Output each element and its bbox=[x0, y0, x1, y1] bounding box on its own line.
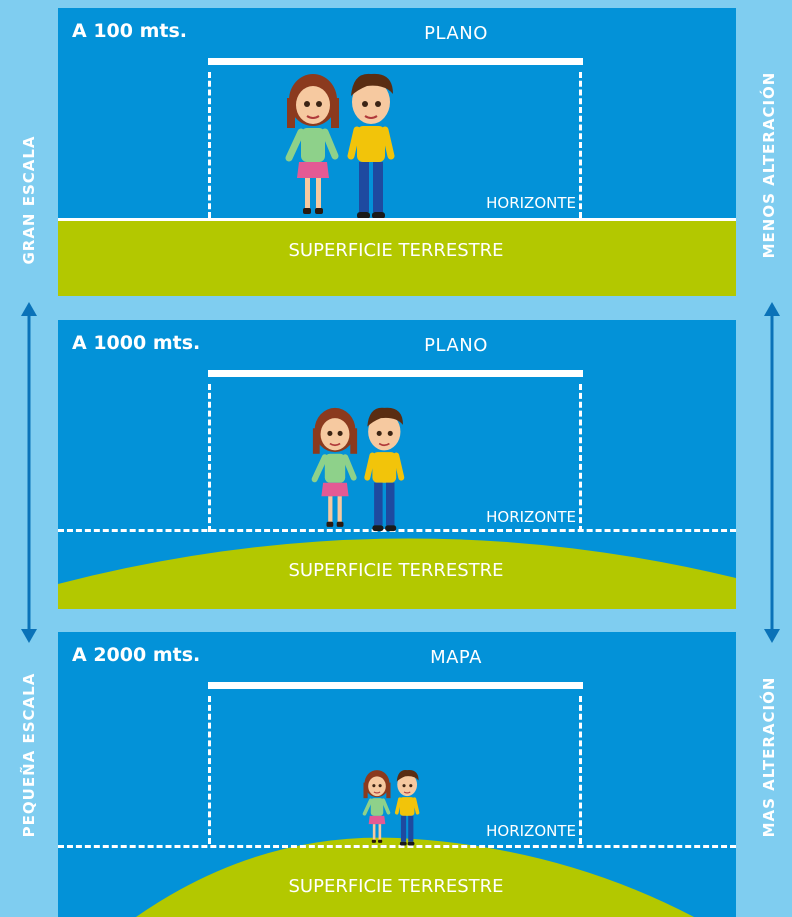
earth-surface bbox=[58, 218, 736, 296]
less-alteration-label: MENOS ALTERACIÓN bbox=[760, 71, 778, 259]
projection-line-left bbox=[208, 384, 211, 532]
alteration-double-arrow bbox=[764, 302, 780, 643]
view-type-label: PLANO bbox=[424, 23, 488, 44]
panel-1000m: A 1000 mts. PLANO HORIZONTE SUPERFICIE T… bbox=[58, 320, 736, 609]
small-scale-label: PEQUEÑA ESCALA bbox=[20, 672, 38, 838]
projection-line-right bbox=[579, 384, 582, 532]
altitude-label: A 1000 mts. bbox=[72, 332, 201, 354]
earth-curve bbox=[136, 837, 694, 917]
horizon-label: HORIZONTE bbox=[486, 508, 576, 526]
surface-label: SUPERFICIE TERRESTRE bbox=[288, 876, 504, 897]
panel-100m: A 100 mts. PLANO HORIZONTE SUPERFICIE TE… bbox=[58, 8, 736, 296]
large-scale-label: GRAN ESCALA bbox=[20, 135, 38, 265]
surface-label: SUPERFICIE TERRESTRE bbox=[288, 240, 504, 261]
view-type-label: MAPA bbox=[430, 647, 482, 668]
projection-plane bbox=[208, 370, 583, 377]
projection-line-right bbox=[579, 696, 582, 844]
horizon-label: HORIZONTE bbox=[486, 822, 576, 840]
projection-line-left bbox=[208, 696, 211, 844]
altitude-label: A 100 mts. bbox=[72, 20, 188, 42]
projection-line-right bbox=[579, 72, 582, 218]
more-alteration-label: MAS ALTERACIÓN bbox=[760, 676, 778, 838]
earth-curve bbox=[58, 538, 736, 609]
children-illustration bbox=[361, 768, 421, 848]
horizon-line bbox=[58, 529, 736, 532]
altitude-label: A 2000 mts. bbox=[72, 644, 201, 666]
panel-2000m: A 2000 mts. MAPA HORIZONTE SUPERFICIE TE… bbox=[58, 632, 736, 917]
scale-double-arrow bbox=[21, 302, 37, 643]
surface-label: SUPERFICIE TERRESTRE bbox=[288, 560, 504, 581]
horizon-label: HORIZONTE bbox=[486, 194, 576, 212]
projection-line-left bbox=[208, 72, 211, 218]
view-type-label: PLANO bbox=[424, 335, 488, 356]
children-illustration bbox=[335, 532, 336, 533]
horizon-line bbox=[58, 845, 736, 848]
projection-plane bbox=[208, 682, 583, 689]
projection-plane bbox=[208, 58, 583, 65]
